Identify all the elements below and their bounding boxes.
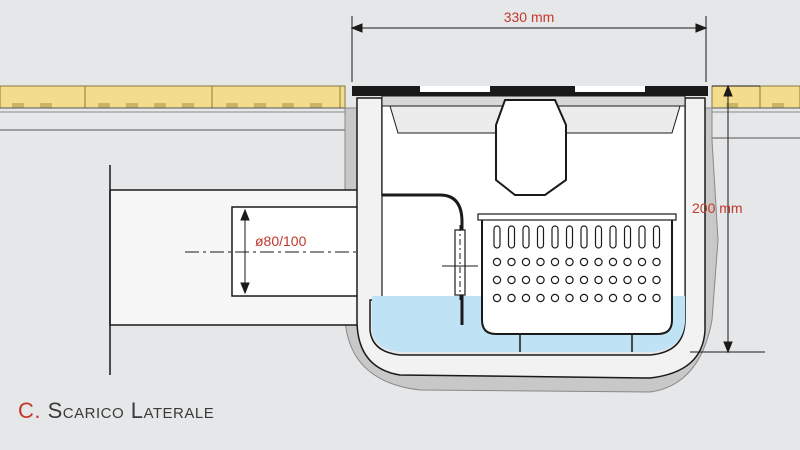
basket-hole — [565, 257, 574, 267]
basket-hole — [652, 275, 661, 285]
basket-hole — [536, 257, 545, 267]
basket-hole — [652, 293, 661, 303]
basket-slot — [493, 225, 501, 249]
pipe-diameter-dimension — [240, 208, 250, 295]
width-dimension — [350, 16, 708, 82]
odour-trap-bell — [495, 99, 567, 196]
basket-holes — [492, 257, 661, 303]
basket-slot — [594, 225, 603, 249]
basket-hole — [637, 293, 647, 303]
basket-slot — [580, 225, 588, 249]
basket-hole — [550, 275, 560, 285]
caption-title: Scarico Laterale — [47, 398, 215, 423]
pipe-diameter-label: ø80/100 — [255, 233, 307, 249]
basket-hole — [608, 275, 618, 285]
diagram-caption: C. Scarico Laterale — [18, 398, 214, 424]
basket-slots — [493, 225, 661, 249]
floor-tiles — [0, 85, 800, 109]
basket-hole — [550, 257, 560, 267]
basket-hole — [579, 275, 589, 285]
basket-hole — [565, 293, 574, 303]
basket-hole — [579, 257, 589, 267]
basket-hole — [579, 293, 589, 303]
basket-slot — [507, 225, 516, 249]
basket-hole — [637, 257, 647, 267]
basket-slot — [652, 225, 661, 249]
basket-hole — [594, 293, 603, 303]
basket-hole — [521, 275, 531, 285]
height-dimension-label: 200 mm — [692, 200, 743, 216]
basket-hole — [594, 257, 603, 267]
outlet-elbow — [382, 193, 464, 325]
height-dimension — [690, 84, 765, 354]
basket-hole — [536, 275, 545, 285]
basket-hole — [608, 257, 618, 267]
strainer-basket — [477, 213, 677, 352]
basket-hole — [507, 275, 516, 285]
basket-hole — [652, 257, 661, 267]
width-dimension-label: 330 mm — [504, 9, 555, 25]
basket-hole — [623, 275, 632, 285]
basket-hole — [550, 293, 560, 303]
basket-slot — [638, 225, 646, 249]
basket-hole — [507, 257, 516, 267]
basket-hole — [521, 293, 531, 303]
basket-slot — [623, 225, 632, 249]
basket-hole — [623, 257, 632, 267]
basket-hole — [492, 275, 502, 285]
basket-slot — [609, 225, 617, 249]
basket-hole — [521, 257, 531, 267]
basket-hole — [507, 293, 516, 303]
side-pipe — [109, 165, 396, 375]
basket-hole — [637, 275, 647, 285]
basket-slot — [565, 225, 574, 249]
caption-letter: C. — [18, 398, 41, 423]
screed-layer — [0, 107, 800, 139]
basket-hole — [536, 293, 545, 303]
basket-slot — [536, 225, 545, 249]
basket-slot — [551, 225, 559, 249]
basket-hole — [608, 293, 618, 303]
basket-hole — [492, 257, 502, 267]
basket-hole — [594, 275, 603, 285]
basket-slot — [522, 225, 530, 249]
basket-hole — [623, 293, 632, 303]
basket-hole — [492, 293, 502, 303]
basket-hole — [565, 275, 574, 285]
